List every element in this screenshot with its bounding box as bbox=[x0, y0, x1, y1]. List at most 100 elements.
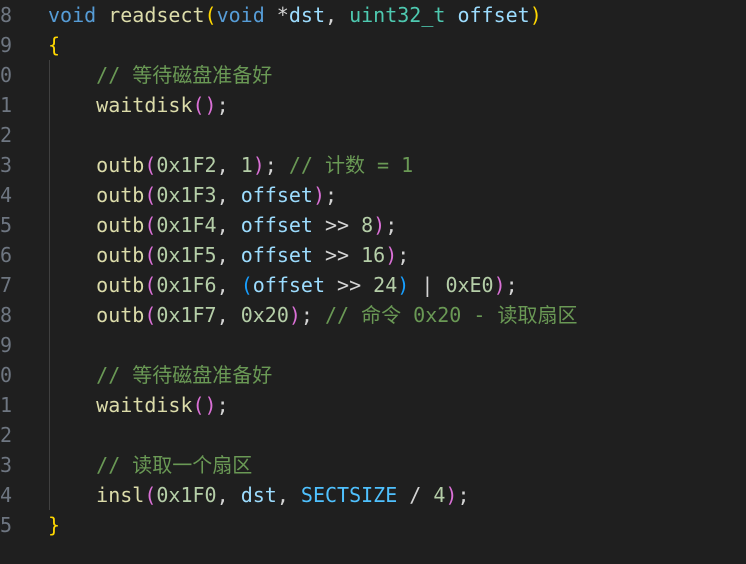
code-token: // 计数 = 1 bbox=[288, 153, 414, 177]
code-token: ( bbox=[204, 3, 217, 27]
code-token: ( bbox=[144, 273, 157, 297]
code-text[interactable]: insl(0x1F0, dst, SECTSIZE / 4); bbox=[48, 480, 470, 510]
code-line[interactable]: 14 insl(0x1F0, dst, SECTSIZE / 4); bbox=[0, 480, 746, 510]
code-token: dst bbox=[240, 483, 277, 507]
code-line[interactable]: 05 outb(0x1F4, offset >> 8); bbox=[0, 210, 746, 240]
code-token: , bbox=[216, 153, 241, 177]
code-text[interactable]: } bbox=[48, 510, 60, 540]
code-text[interactable]: outb(0x1F2, 1); // 计数 = 1 bbox=[48, 150, 413, 180]
code-line[interactable]: 06 outb(0x1F5, offset >> 16); bbox=[0, 240, 746, 270]
line-number: 05 bbox=[0, 213, 13, 237]
line-number: 15 bbox=[0, 513, 13, 537]
code-token: offset bbox=[240, 183, 313, 207]
code-line[interactable]: 10 // 等待磁盘准备好 bbox=[0, 360, 746, 390]
code-token: * bbox=[264, 3, 289, 27]
code-token: () bbox=[192, 393, 217, 417]
code-token: 0x1F6 bbox=[156, 273, 217, 297]
code-token: void bbox=[216, 3, 265, 27]
code-token: >> bbox=[312, 213, 362, 237]
code-token bbox=[48, 153, 96, 177]
line-number: 10 bbox=[0, 363, 13, 387]
code-line[interactable]: 11 waitdisk(); bbox=[0, 390, 746, 420]
code-token: , bbox=[216, 273, 241, 297]
code-token: offset bbox=[240, 243, 313, 267]
code-text[interactable]: waitdisk(); bbox=[48, 390, 229, 420]
code-line[interactable]: 12 bbox=[0, 420, 746, 450]
code-line[interactable]: 15} bbox=[0, 510, 746, 540]
code-token: ( bbox=[144, 213, 157, 237]
code-token: { bbox=[48, 33, 61, 57]
code-token bbox=[445, 3, 457, 27]
code-token bbox=[48, 273, 96, 297]
code-token: ( bbox=[144, 303, 157, 327]
code-token: >> bbox=[312, 243, 362, 267]
line-number: 11 bbox=[0, 393, 13, 417]
code-line[interactable]: 00 // 等待磁盘准备好 bbox=[0, 60, 746, 90]
code-line[interactable]: 13 // 读取一个扇区 bbox=[0, 450, 746, 480]
line-number: 01 bbox=[0, 93, 13, 117]
code-token: ) bbox=[385, 243, 398, 267]
code-token: 16 bbox=[361, 243, 386, 267]
code-text[interactable]: outb(0x1F5, offset >> 16); bbox=[48, 240, 409, 270]
code-token: 0x1F2 bbox=[156, 153, 217, 177]
code-token: ) bbox=[397, 273, 410, 297]
code-text[interactable]: outb(0x1F3, offset); bbox=[48, 180, 337, 210]
code-token: ) bbox=[445, 483, 458, 507]
code-token: uint32_t bbox=[349, 3, 446, 27]
code-token: 4 bbox=[433, 483, 446, 507]
code-token bbox=[48, 453, 96, 477]
code-token bbox=[48, 183, 96, 207]
line-number: 04 bbox=[0, 183, 13, 207]
code-token: dst bbox=[288, 3, 325, 27]
code-token: ) bbox=[312, 183, 325, 207]
code-token bbox=[48, 213, 96, 237]
code-text[interactable]: outb(0x1F6, (offset >> 24) | 0xE0); bbox=[48, 270, 518, 300]
code-token: // 等待磁盘准备好 bbox=[96, 363, 273, 387]
code-token: 0x1F5 bbox=[156, 243, 217, 267]
code-text[interactable]: // 等待磁盘准备好 bbox=[48, 360, 272, 390]
code-token: 0x20 bbox=[240, 303, 289, 327]
code-text[interactable]: outb(0x1F4, offset >> 8); bbox=[48, 210, 397, 240]
code-token: ; bbox=[216, 393, 229, 417]
code-line[interactable]: 99{ bbox=[0, 30, 746, 60]
code-line[interactable]: 08 outb(0x1F7, 0x20); // 命令 0x20 - 读取扇区 bbox=[0, 300, 746, 330]
code-text[interactable]: // 读取一个扇区 bbox=[48, 450, 252, 480]
code-line[interactable]: 03 outb(0x1F2, 1); // 计数 = 1 bbox=[0, 150, 746, 180]
code-line[interactable]: 09 bbox=[0, 330, 746, 360]
code-text[interactable]: // 等待磁盘准备好 bbox=[48, 60, 272, 90]
line-number: 12 bbox=[0, 423, 13, 447]
code-token: ) bbox=[493, 273, 506, 297]
code-token: outb bbox=[96, 213, 145, 237]
code-token: 24 bbox=[373, 273, 398, 297]
code-token: ; bbox=[300, 303, 326, 327]
code-token: | bbox=[409, 273, 446, 297]
code-line[interactable]: 01 waitdisk(); bbox=[0, 90, 746, 120]
line-number: 00 bbox=[0, 63, 13, 87]
code-token: readsect bbox=[108, 3, 205, 27]
code-token: 0x1F4 bbox=[156, 213, 217, 237]
code-line[interactable]: 02 bbox=[0, 120, 746, 150]
line-number: 09 bbox=[0, 333, 13, 357]
code-token: , bbox=[216, 483, 241, 507]
code-token: outb bbox=[96, 303, 145, 327]
code-token: 0x1F0 bbox=[156, 483, 217, 507]
code-token: 0xE0 bbox=[445, 273, 494, 297]
code-token: ) bbox=[373, 213, 386, 237]
code-token bbox=[48, 243, 96, 267]
code-token: offset bbox=[252, 273, 325, 297]
line-number: 03 bbox=[0, 153, 13, 177]
code-line[interactable]: 04 outb(0x1F3, offset); bbox=[0, 180, 746, 210]
code-line[interactable]: 98void readsect(void *dst, uint32_t offs… bbox=[0, 0, 746, 30]
code-text[interactable]: void readsect(void *dst, uint32_t offset… bbox=[48, 0, 542, 30]
code-token: , bbox=[324, 3, 350, 27]
code-token: // 读取一个扇区 bbox=[96, 453, 253, 477]
code-line[interactable]: 07 outb(0x1F6, (offset >> 24) | 0xE0); bbox=[0, 270, 746, 300]
line-number: 14 bbox=[0, 483, 13, 507]
code-text[interactable]: { bbox=[48, 30, 60, 60]
code-text[interactable]: waitdisk(); bbox=[48, 90, 228, 120]
code-token: outb bbox=[96, 273, 145, 297]
code-token: ; bbox=[457, 483, 470, 507]
code-token bbox=[48, 303, 96, 327]
code-text[interactable]: outb(0x1F7, 0x20); // 命令 0x20 - 读取扇区 bbox=[48, 300, 577, 330]
